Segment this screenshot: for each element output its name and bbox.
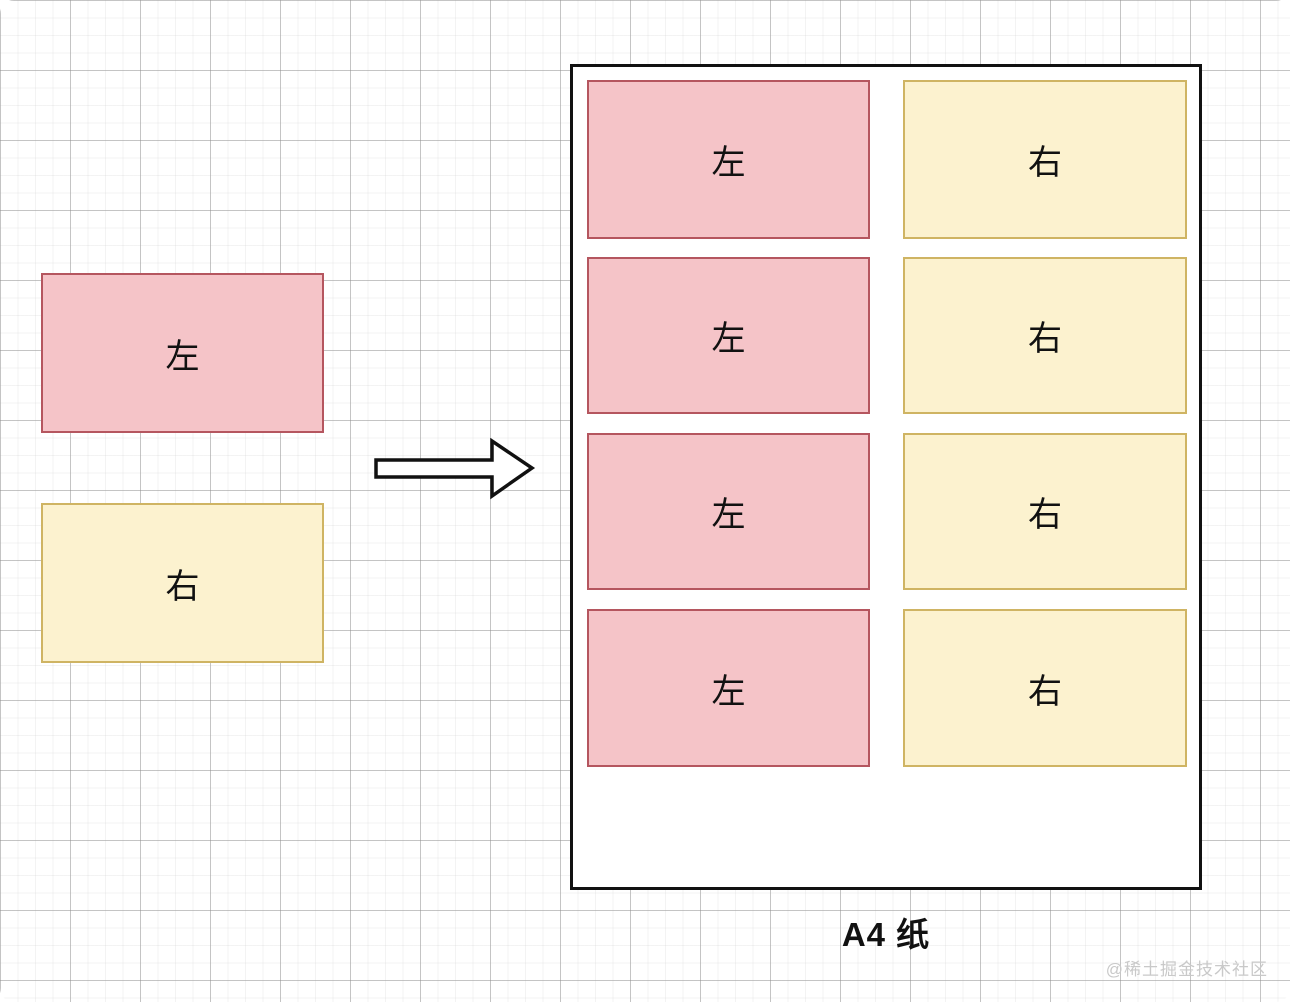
paper-caption: A4 纸	[841, 916, 931, 953]
paper-cell-right: 右	[903, 433, 1187, 590]
a4-paper: 左 右 左 右 左 右 左 右	[570, 64, 1202, 890]
watermark: @稀土掘金技术社区	[1105, 960, 1268, 979]
paper-cell-left: 左	[587, 609, 870, 767]
paper-cell-right: 右	[903, 609, 1187, 767]
paper-cell-right: 右	[903, 257, 1187, 414]
source-left-box: 左	[41, 273, 324, 433]
paper-cell-left: 左	[587, 433, 870, 590]
right-arrow-icon	[374, 437, 536, 500]
paper-cell-left: 左	[587, 80, 870, 239]
paper-cell-left: 左	[587, 257, 870, 414]
paper-cell-right: 右	[903, 80, 1187, 239]
source-right-box: 右	[41, 503, 324, 663]
